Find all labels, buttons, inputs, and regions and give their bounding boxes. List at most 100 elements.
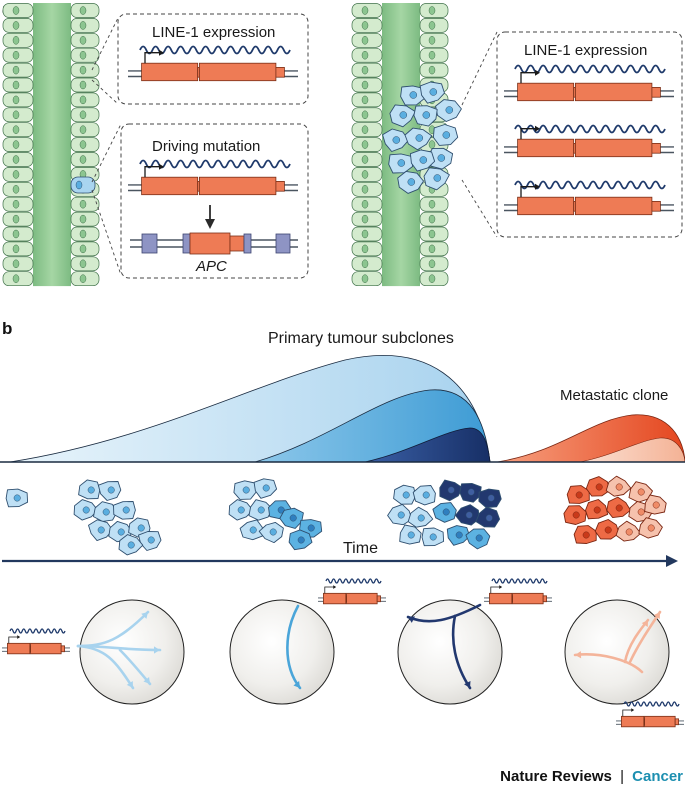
- promoter-arrow-head: [535, 69, 540, 76]
- cell-nucleus: [12, 185, 20, 194]
- promoter-arrow-head: [535, 125, 540, 132]
- exon-1: [517, 138, 575, 158]
- tumour-cell-nucleus: [442, 131, 451, 139]
- cell-nucleus: [79, 259, 87, 269]
- cell-nucleus: [361, 95, 369, 105]
- cell-nucleus: [12, 21, 20, 30]
- cell-nucleus: [428, 199, 436, 209]
- tumour-cell-nucleus: [237, 506, 245, 514]
- exon-1: [7, 642, 31, 655]
- cell-nucleus: [361, 259, 369, 269]
- subclones-label: Primary tumour subclones: [268, 330, 454, 347]
- mini-line1-gene-2: [318, 578, 386, 605]
- box-line1-expression-title: LINE-1 expression: [152, 24, 275, 41]
- mini-rna-wave: [9, 628, 66, 634]
- lineage-sphere: [79, 599, 185, 705]
- subclone-dark-curve: [364, 427, 491, 463]
- lineage-branch: [76, 644, 135, 690]
- crypt-lumen: [33, 3, 71, 287]
- lineage-arrow-head: [293, 681, 300, 688]
- cell-nucleus: [79, 229, 87, 239]
- exon-2: [575, 196, 653, 216]
- lineage-arrow-head: [143, 677, 150, 684]
- cell-nucleus: [361, 125, 369, 134]
- cell-nucleus: [79, 274, 87, 283]
- box-driving-mutation-title: Driving mutation: [152, 138, 260, 155]
- lineage-arrow-head: [641, 620, 648, 627]
- tumour-cell-nucleus: [429, 88, 438, 96]
- tumour-cell-nucleus: [442, 508, 450, 516]
- promoter-arrow-head: [159, 49, 164, 56]
- tumour-cell-nucleus: [437, 154, 446, 162]
- promoter-arrow-head: [535, 183, 540, 190]
- cell-nucleus: [12, 80, 20, 90]
- metastatic-label: Metastatic clone: [560, 387, 668, 404]
- cell-nucleus: [12, 95, 20, 105]
- lineage-branch: [451, 614, 472, 690]
- cell-nucleus: [12, 36, 20, 45]
- tumour-cell-nucleus: [257, 506, 265, 514]
- tumour-cell-nucleus: [147, 536, 155, 544]
- exon-2: [575, 138, 653, 158]
- tumour-cell-nucleus: [455, 531, 463, 539]
- cell-nucleus: [361, 65, 369, 75]
- tumour-cell-nucleus: [87, 486, 95, 494]
- promoter-arrow: [324, 586, 334, 594]
- promoter-arrow: [144, 52, 159, 64]
- tumour-cell-nucleus: [397, 159, 406, 167]
- cell-nucleus: [79, 95, 87, 105]
- tumour-cell-nucleus: [433, 174, 442, 182]
- exon-tail: [651, 87, 661, 98]
- lineage-arrow-head: [464, 681, 471, 688]
- promoter-arrow: [520, 72, 535, 84]
- box3-line1-gene-1: [504, 69, 674, 102]
- lineage-sphere: [229, 599, 335, 705]
- tumour-cell-nucleus: [297, 536, 305, 544]
- tumour-cell-nucleus: [127, 541, 135, 549]
- exon-1: [517, 196, 575, 216]
- tumour-cell-nucleus: [422, 111, 431, 119]
- crypt-left: [2, 3, 100, 287]
- exon-tail: [275, 180, 285, 192]
- tumour-cell-nucleus: [422, 491, 430, 499]
- cell-nucleus: [361, 229, 369, 239]
- tumour-cell-nucleus: [307, 524, 315, 532]
- zoom-lines-left: [91, 17, 122, 276]
- cell-nucleus: [361, 6, 369, 15]
- tumour-cell-nucleus: [625, 528, 633, 536]
- promoter-arrow-head: [159, 163, 164, 170]
- cell-nucleus: [12, 50, 20, 60]
- tumour-cell-nucleus: [419, 156, 428, 164]
- cell-nucleus: [12, 214, 20, 224]
- mini-line1-gene-4: [616, 701, 684, 728]
- tumour-cell-nucleus: [595, 483, 603, 491]
- cell-nucleus: [12, 170, 20, 179]
- lineage-arrow-head: [653, 612, 660, 619]
- cell-nucleus: [361, 50, 369, 60]
- tumour-cell-nucleus: [392, 136, 401, 144]
- tumour-cell-nucleus: [107, 486, 115, 494]
- time-label: Time: [343, 540, 378, 557]
- cell-nucleus: [361, 214, 369, 224]
- tumour-cell-nucleus: [445, 106, 454, 114]
- cell-nucleus: [79, 110, 87, 120]
- tumour-cell-nucleus: [415, 134, 424, 142]
- cell-nucleus: [361, 244, 369, 254]
- cell-nucleus: [79, 36, 87, 45]
- lineage-branch: [406, 603, 482, 623]
- promoter-arrow-head: [631, 708, 635, 712]
- exon-2: [644, 715, 676, 728]
- cell-nucleus: [79, 155, 87, 164]
- tumour-cell-nucleus: [637, 488, 645, 496]
- cell-nucleus: [12, 229, 20, 239]
- cell-nucleus: [428, 244, 436, 254]
- metastatic-peach-curve: [579, 437, 685, 463]
- cell-nucleus: [428, 6, 436, 15]
- exon-1: [141, 176, 199, 196]
- cell-nucleus: [361, 199, 369, 209]
- cell-nucleus: [79, 214, 87, 224]
- mini-rna-wave: [623, 701, 680, 707]
- exon-1: [517, 82, 575, 102]
- tumour-cell-nucleus: [467, 488, 475, 496]
- tumour-cell-nucleus: [122, 506, 130, 514]
